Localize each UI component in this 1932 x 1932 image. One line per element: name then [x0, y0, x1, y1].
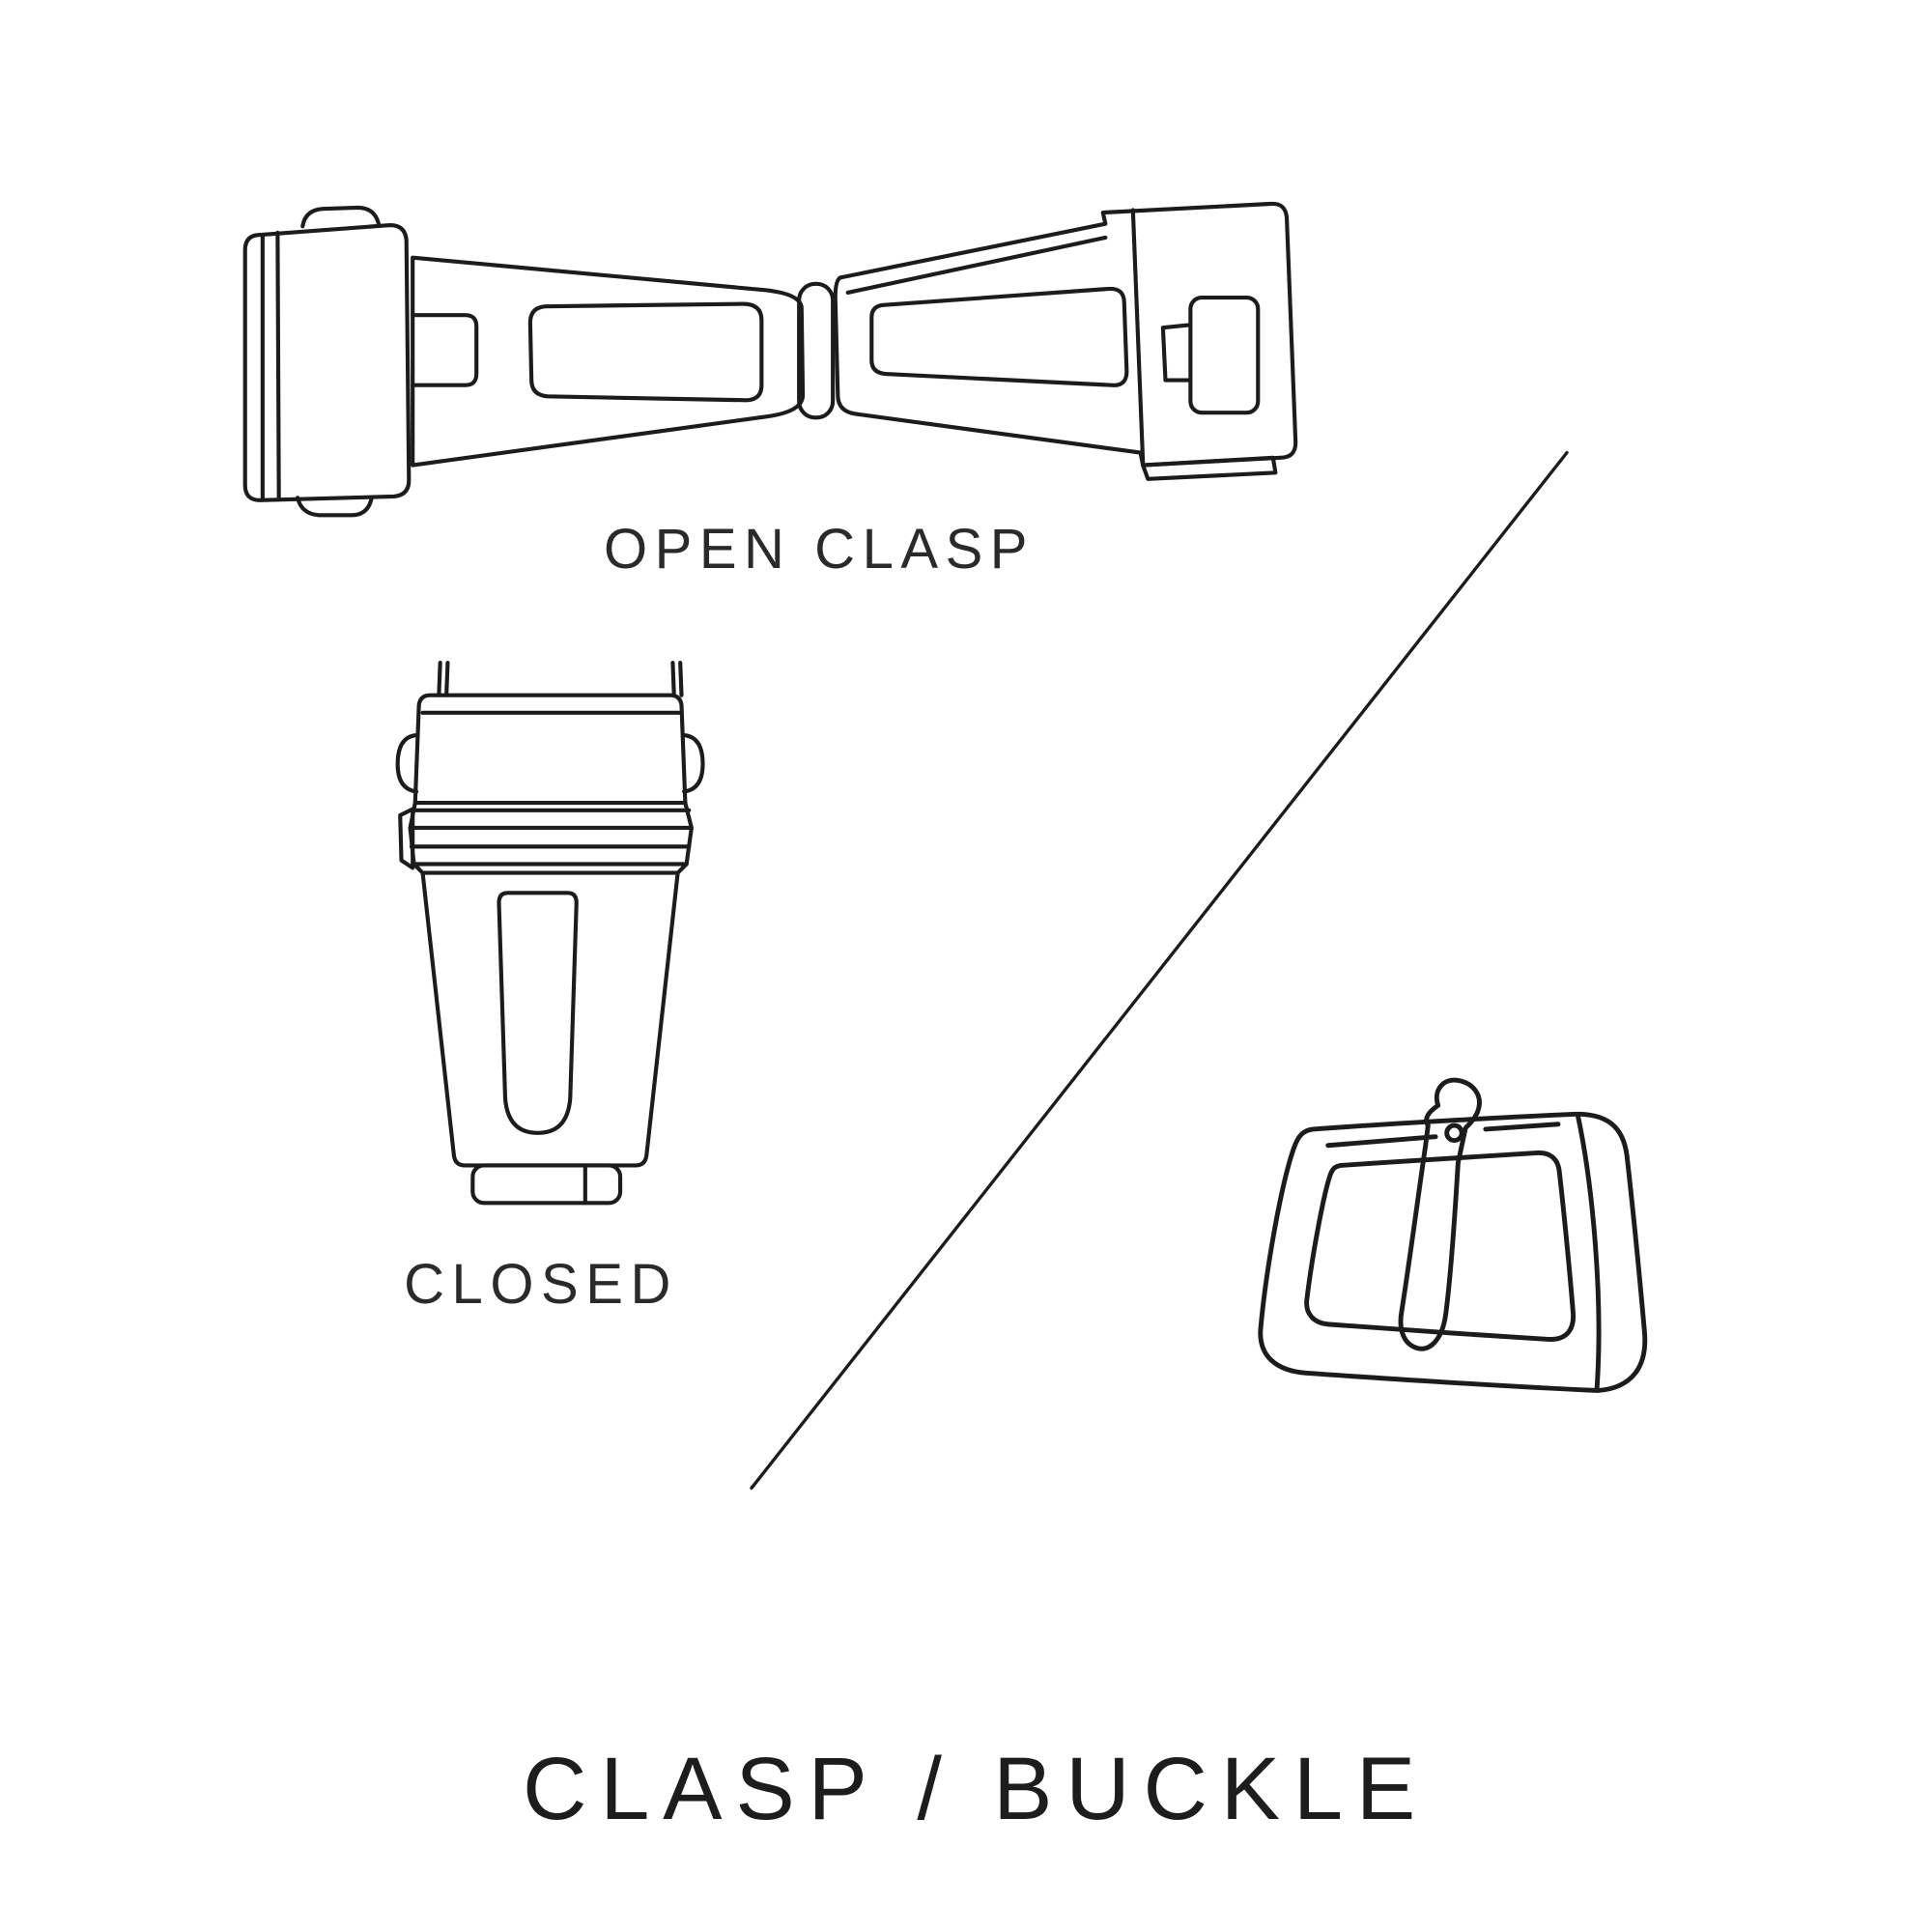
open-clasp-illustration: [242, 201, 1298, 518]
closed-clasp-illustration: [395, 661, 705, 1206]
tang-buckle-illustration: [1258, 1077, 1648, 1393]
open-clasp-label: OPEN CLASP: [603, 518, 1036, 581]
diagram-title: CLASP / BUCKLE: [522, 1740, 1430, 1838]
closed-clasp-label: CLOSED: [404, 1253, 678, 1316]
diagonal-divider-line: [750, 450, 1569, 1491]
